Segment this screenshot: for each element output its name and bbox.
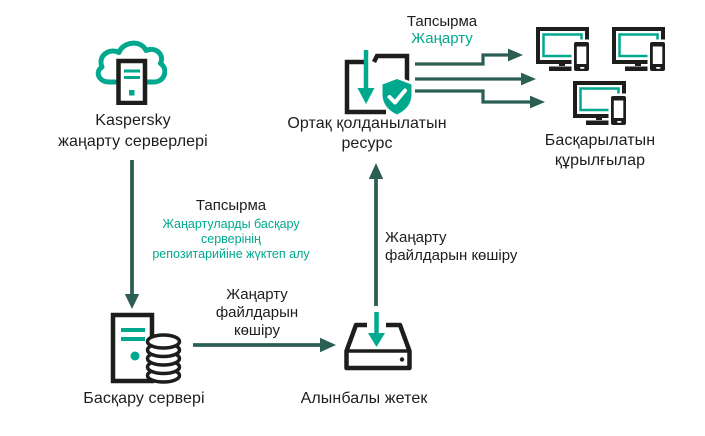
download-task-title: Тапсырма [195, 197, 267, 214]
download-arrow-icon [368, 312, 385, 347]
admin-server-icon [110, 312, 182, 384]
kaspersky-update-servers-icon [95, 40, 167, 105]
update-task-action: Жаңарту [411, 30, 473, 47]
download-arrow-icon [357, 50, 375, 104]
update-task-label: Тапсырма Жаңарту [377, 13, 507, 47]
managed-devices-label-line1: Басқарылатын [544, 132, 656, 149]
managed-device-icon [573, 81, 628, 125]
shared-resource-label-line2: ресурс [341, 135, 393, 152]
download-task-line2: серверінің [201, 232, 261, 246]
admin-server-label: Басқару сервері [83, 390, 205, 407]
arrow-update-device-3 [415, 89, 545, 109]
shared-resource-label: Ортақ қолданылатын ресурс [282, 114, 452, 154]
managed-device-icon [612, 27, 667, 71]
copy-to-drive-label: Жаңарту файлдарын көшіру [197, 286, 317, 340]
removable-drive-label: Алынбалы жетек [300, 390, 428, 407]
phone-icon [647, 39, 667, 71]
download-task-line3: репозитарийіне жүктеп алу [152, 247, 310, 261]
copy-to-resource-label: Жаңарту файлдарын көшіру [385, 229, 545, 265]
arrow-copy-to-resource [368, 163, 384, 306]
managed-device-icon [536, 27, 591, 71]
update-servers-label-line1: Kaspersky [95, 112, 171, 129]
arrow-update-device-2 [415, 72, 536, 86]
download-task-label: Тапсырма Жаңартуларды басқару серверінің… [146, 196, 316, 262]
server-tower-icon [110, 312, 155, 384]
copy-to-resource-line2: файлдарын көшіру [385, 247, 518, 264]
update-task-title: Тапсырма [406, 13, 478, 30]
copy-to-drive-line3: көшіру [234, 322, 280, 339]
shared-resource-label-line1: Ортақ қолданылатын [287, 115, 447, 132]
arrow-download-to-server [124, 160, 140, 309]
shared-resource-icon [344, 50, 414, 117]
copy-to-drive-line2: файлдарын [215, 304, 299, 321]
update-servers-label-line2: жаңарту серверлері [58, 133, 208, 150]
update-servers-label: Kaspersky жаңарту серверлері [40, 110, 226, 152]
shield-check-icon [380, 76, 414, 117]
download-task-line1: Жаңартуларды басқару [162, 217, 300, 231]
server-tower-icon [116, 58, 148, 105]
drive-icon [344, 322, 412, 371]
copy-to-resource-line1: Жаңарту [385, 229, 447, 246]
monitor-icon [573, 81, 626, 125]
phone-icon [608, 93, 628, 125]
arrow-copy-to-drive [193, 337, 336, 353]
removable-drive-icon [344, 312, 412, 371]
folder-icon [344, 53, 410, 115]
copy-to-drive-line1: Жаңарту [226, 286, 288, 303]
arrow-update-device-1 [415, 48, 523, 66]
phone-icon [571, 39, 591, 71]
database-icon [145, 333, 182, 384]
managed-devices-label: Басқарылатын құрылғылар [515, 131, 685, 171]
managed-devices-label-line2: құрылғылар [554, 152, 646, 169]
